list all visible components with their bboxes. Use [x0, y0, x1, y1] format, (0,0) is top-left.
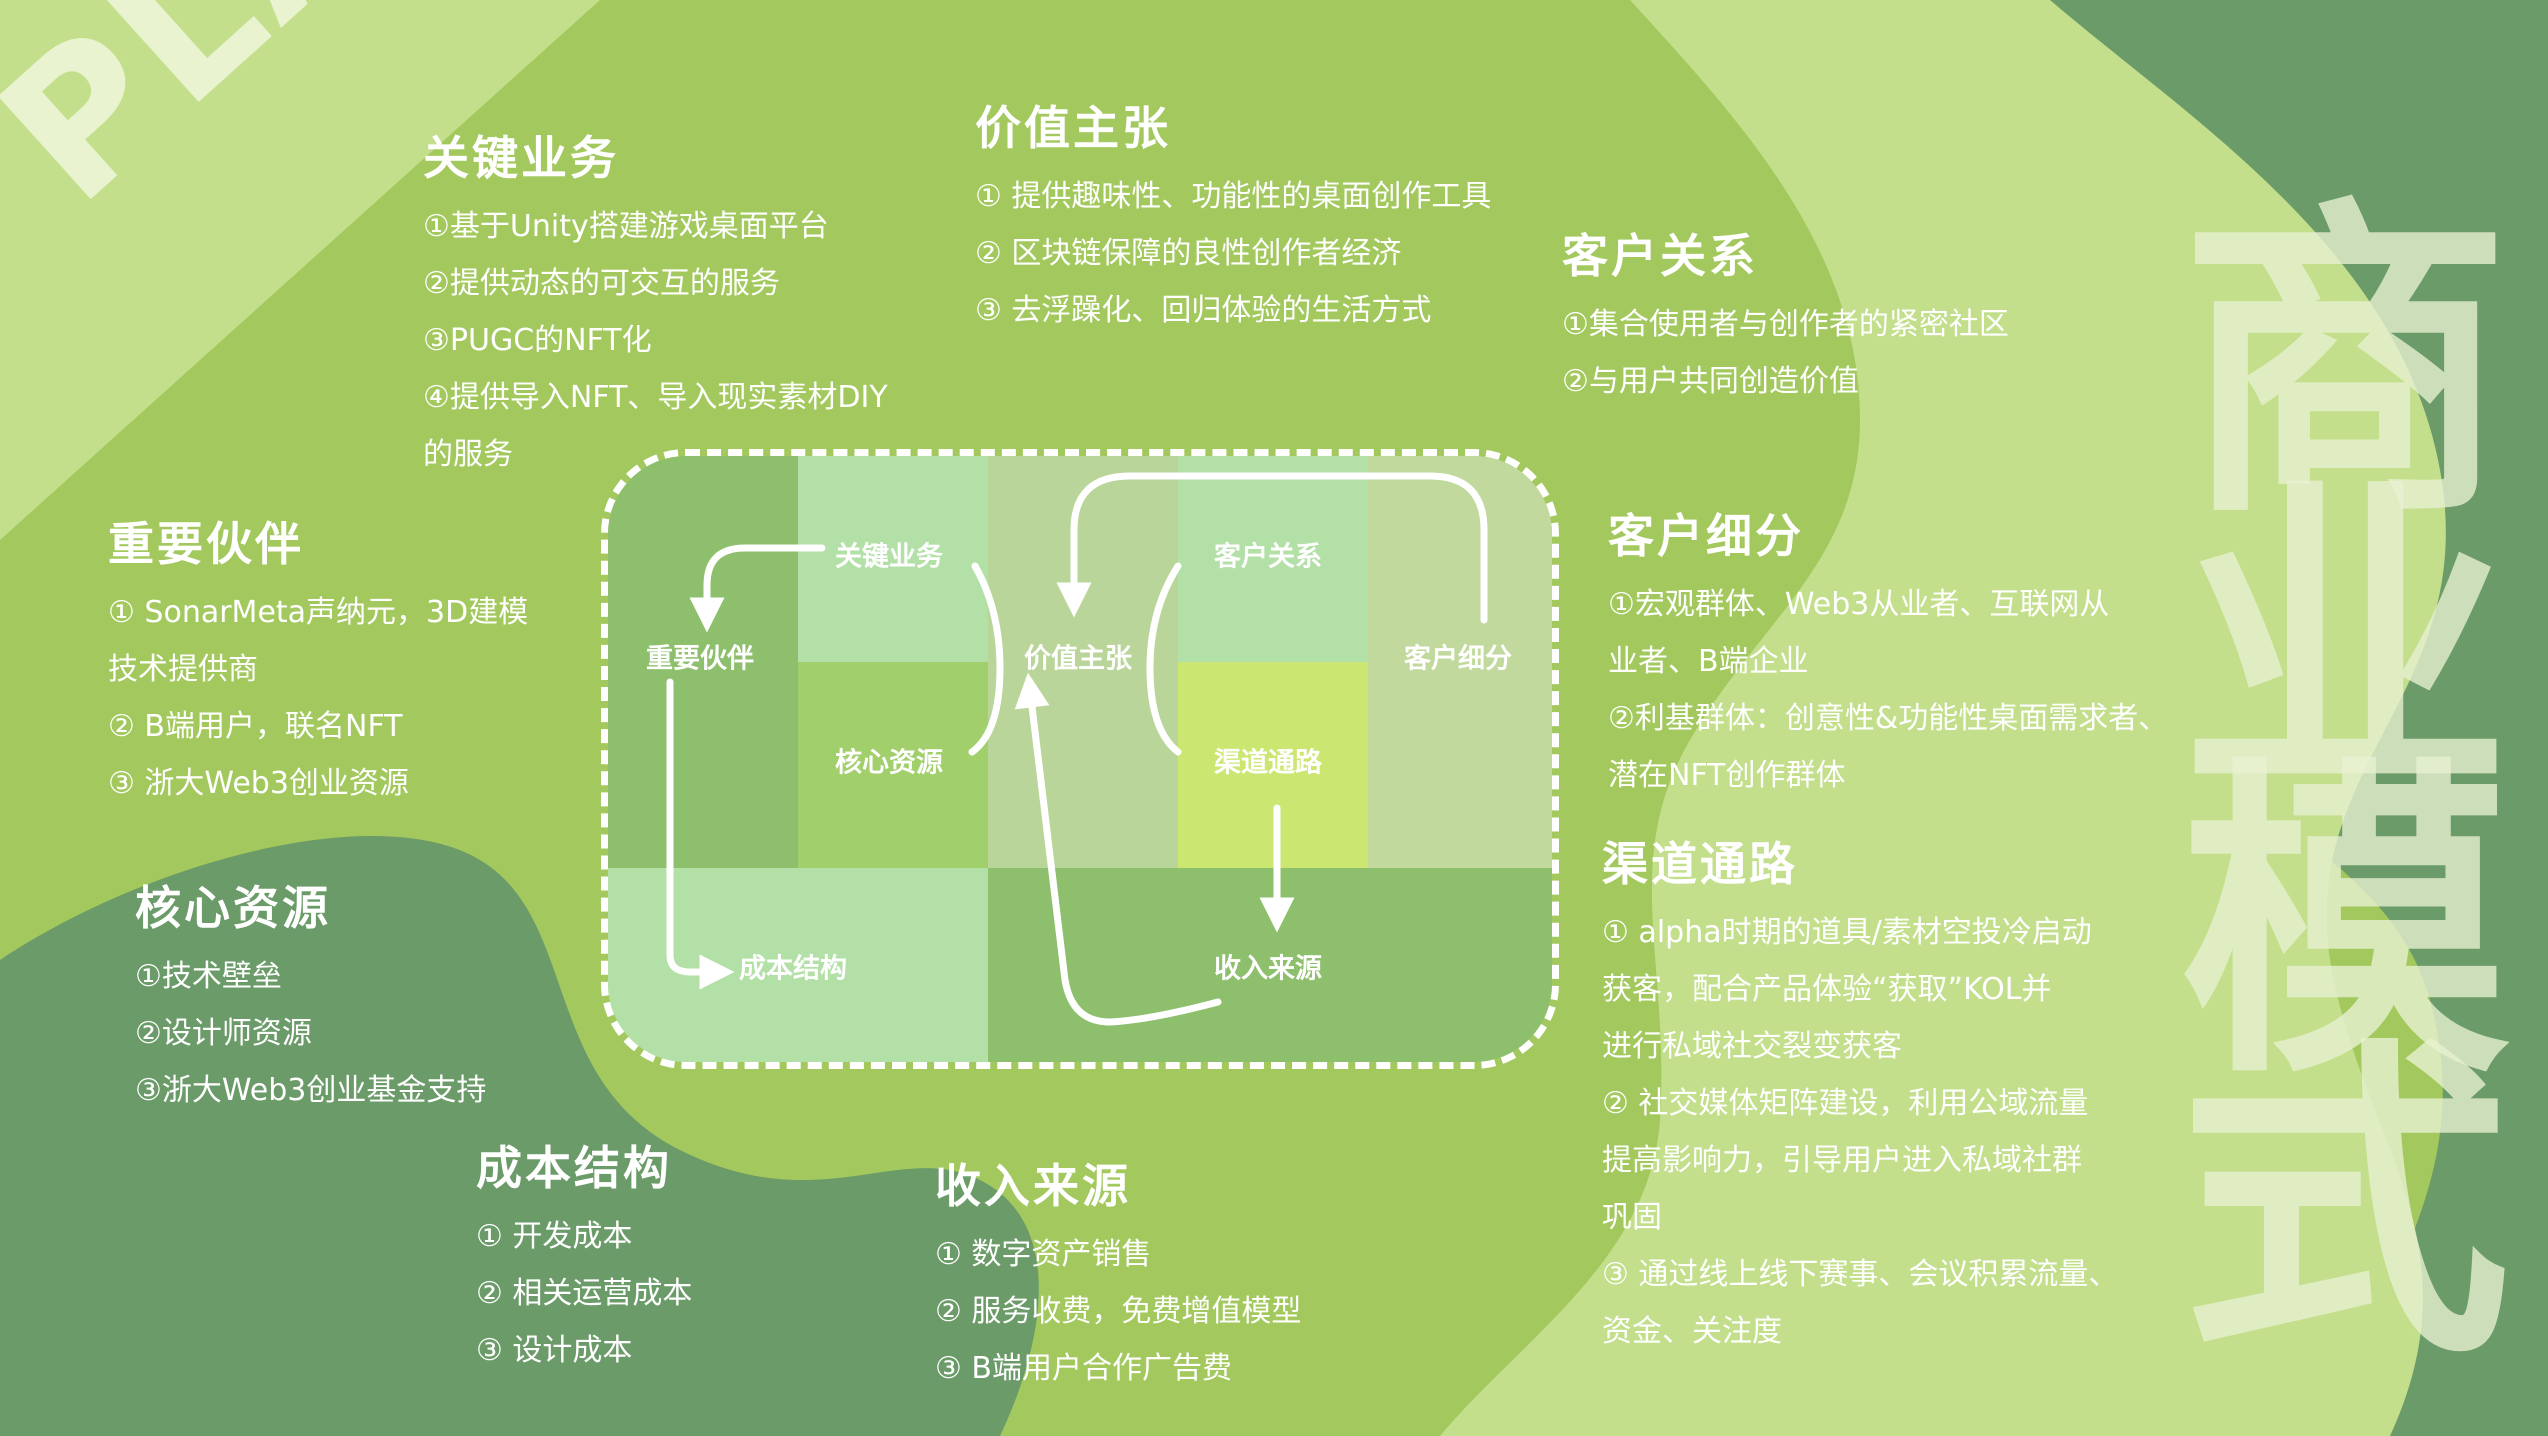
section-item: ①技术壁垒: [135, 959, 282, 994]
section-item: ① 提供趣味性、功能性的桌面创作工具: [975, 179, 1492, 214]
section-title: 成本结构: [476, 1141, 672, 1195]
section-item: ① 开发成本: [476, 1219, 633, 1254]
section-item: ②与用户共同创造价值: [1562, 364, 1859, 399]
canvas-label-customer-relationships: 客户关系: [1214, 541, 1322, 573]
section-item: ②利基群体：创意性&功能性桌面需求者、: [1608, 701, 2169, 736]
section-item: ② 社交媒体矩阵建设，利用公域流量: [1602, 1086, 2089, 1121]
section-title: 关键业务: [423, 131, 619, 185]
cell-key-activities: [798, 456, 988, 662]
section-item: ② 区块链保障的良性创作者经济: [975, 236, 1402, 271]
section-item: 巩固: [1602, 1200, 1662, 1235]
section-item: ③ 通过线上线下赛事、会议积累流量、: [1602, 1257, 2119, 1292]
section-key-activities: 关键业务 ①基于Unity搭建游戏桌面平台 ②提供动态的可交互的服务 ③PUGC…: [423, 128, 888, 483]
canvas-label-key-resources: 核心资源: [835, 747, 943, 779]
section-item: ① SonarMeta声纳元，3D建模: [108, 595, 529, 630]
section-cost-structure: 成本结构 ① 开发成本 ② 相关运营成本 ③ 设计成本: [476, 1138, 692, 1379]
canvas-label-cost-structure: 成本结构: [739, 953, 847, 985]
section-key-resources: 核心资源 ①技术壁垒 ②设计师资源 ③浙大Web3创业基金支持: [135, 878, 486, 1119]
section-item: ③PUGC的NFT化: [423, 323, 652, 358]
main-title-char-3: 模: [2180, 733, 2510, 1117]
canvas-label-key-activities: 关键业务: [835, 541, 943, 573]
section-item: ② B端用户，联名NFT: [108, 709, 403, 744]
section-customer-relationships: 客户关系 ①集合使用者与创作者的紧密社区 ②与用户共同创造价值: [1562, 226, 2009, 410]
section-item: 进行私域社交裂变获客: [1602, 1029, 1902, 1064]
section-title: 客户关系: [1562, 229, 1758, 283]
section-item: ③ 设计成本: [476, 1333, 633, 1368]
section-item: 业者、B端企业: [1608, 644, 1809, 679]
section-item: ② 服务收费，免费增值模型: [935, 1294, 1302, 1329]
section-title: 价值主张: [975, 101, 1171, 155]
canvas-label-customer-segments: 客户细分: [1404, 643, 1512, 675]
section-item: ②设计师资源: [135, 1016, 312, 1051]
section-title: 收入来源: [935, 1159, 1131, 1213]
section-title: 渠道通路: [1602, 837, 1798, 891]
canvas-label-value-proposition: 价值主张: [1024, 643, 1132, 675]
section-title: 核心资源: [135, 881, 331, 935]
section-item: ② 相关运营成本: [476, 1276, 693, 1311]
section-item: ① 数字资产销售: [935, 1237, 1152, 1272]
section-key-partners: 重要伙伴 ① SonarMeta声纳元，3D建模 技术提供商 ② B端用户，联名…: [108, 514, 528, 812]
canvas-label-channels: 渠道通路: [1214, 747, 1322, 779]
section-item: ③ 去浮躁化、回归体验的生活方式: [975, 293, 1432, 328]
section-item: ④提供导入NFT、导入现实素材DIY: [423, 380, 888, 415]
section-title: 重要伙伴: [108, 517, 304, 571]
bg-bottom-left-dark-blob: [0, 836, 1039, 1436]
bg-right-light-blob: [1440, 0, 2446, 1436]
section-item: ③ 浙大Web3创业资源: [108, 766, 409, 801]
section-title: 客户细分: [1608, 509, 1804, 563]
section-item: ③ B端用户合作广告费: [935, 1351, 1233, 1386]
section-item: ③浙大Web3创业基金支持: [135, 1073, 487, 1108]
section-item: ①集合使用者与创作者的紧密社区: [1562, 307, 2009, 342]
section-customer-segments: 客户细分 ①宏观群体、Web3从业者、互联网从 业者、B端企业 ②利基群体：创意…: [1608, 506, 2168, 804]
section-item: ①宏观群体、Web3从业者、互联网从: [1608, 587, 2110, 622]
cell-key-resources: [798, 662, 988, 868]
section-item: ①基于Unity搭建游戏桌面平台: [423, 209, 829, 244]
section-item: 的服务: [423, 437, 513, 472]
main-title-char-1: 商: [2180, 173, 2510, 557]
section-item: 技术提供商: [108, 652, 258, 687]
bg-top-left-triangle: [0, 0, 600, 540]
section-revenue-streams: 收入来源 ① 数字资产销售 ② 服务收费，免费增值模型 ③ B端用户合作广告费: [935, 1156, 1301, 1397]
canvas-label-revenue-streams: 收入来源: [1214, 953, 1322, 985]
section-item: ②提供动态的可交互的服务: [423, 266, 780, 301]
section-item: ① alpha时期的道具/素材空投冷启动: [1602, 915, 2092, 950]
section-channels: 渠道通路 ① alpha时期的道具/素材空投冷启动 获客，配合产品体验“获取”K…: [1602, 834, 2118, 1360]
section-item: 获客，配合产品体验“获取”KOL并: [1602, 972, 2052, 1007]
section-item: 提高影响力，引导用户进入私域社群: [1602, 1143, 2082, 1178]
main-title-char-2: 业: [2180, 453, 2510, 837]
section-item: 潜在NFT创作群体: [1608, 758, 1846, 793]
section-value-proposition: 价值主张 ① 提供趣味性、功能性的桌面创作工具 ② 区块链保障的良性创作者经济 …: [975, 98, 1491, 339]
main-title-char-4: 式: [2180, 1013, 2510, 1397]
canvas-label-key-partners: 重要伙伴: [646, 643, 754, 675]
section-item: 资金、关注度: [1602, 1314, 1782, 1349]
